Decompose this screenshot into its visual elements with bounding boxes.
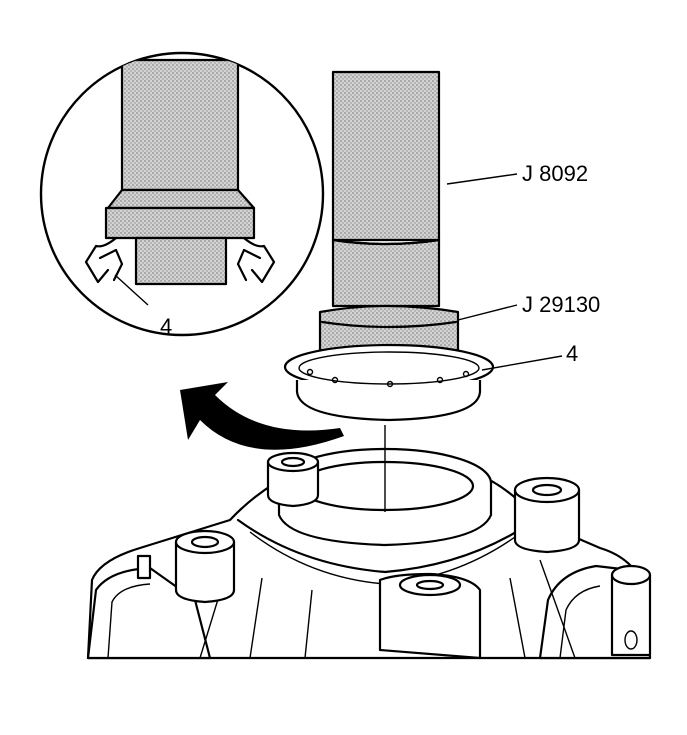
seal-part (283, 343, 495, 422)
label-j8092: J 8092 (522, 161, 588, 186)
label-detail-seal: 4 (160, 314, 172, 339)
label-j29130: J 29130 (522, 292, 600, 317)
leader-j8092 (446, 173, 518, 185)
detail-view (39, 51, 325, 337)
label-seal: 4 (566, 341, 578, 366)
detail-leader-line (114, 274, 149, 306)
leader-j29130 (457, 304, 518, 321)
tool-j8092-handle (331, 70, 441, 308)
differential-housing (86, 447, 652, 660)
detail-arrow-icon (180, 382, 344, 450)
leader-seal (481, 355, 563, 371)
